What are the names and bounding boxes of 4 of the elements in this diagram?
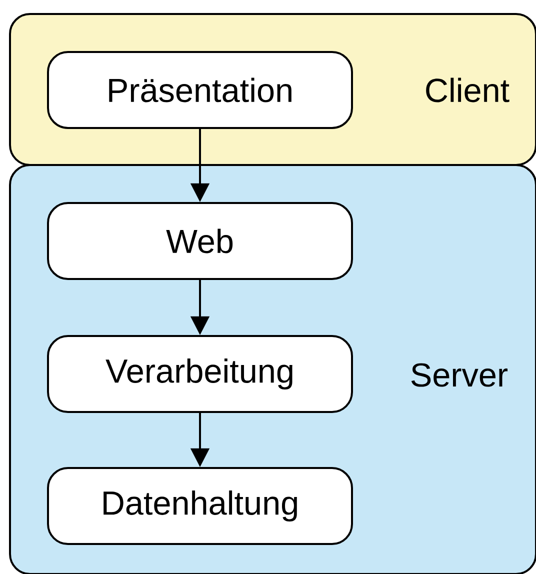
layer-box: Web [47, 202, 353, 280]
layer-box: Verarbeitung [47, 335, 353, 413]
layer-box: Datenhaltung [47, 467, 353, 545]
layer-box: Präsentation [47, 51, 353, 129]
